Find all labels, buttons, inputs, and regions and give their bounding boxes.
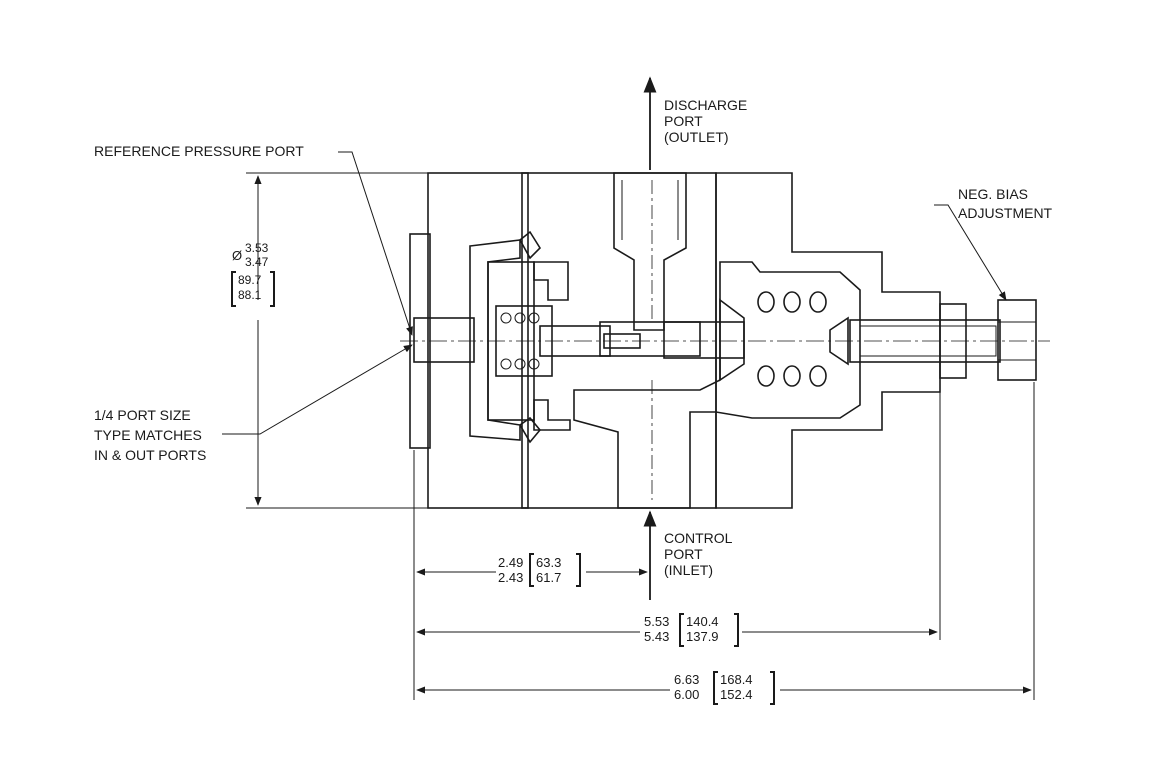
neg-bias-line-1: NEG. BIAS [958, 186, 1028, 202]
reference-pressure-port-label: REFERENCE PRESSURE PORT [94, 143, 304, 159]
to-control-max: 2.49 [498, 555, 523, 570]
to-control-min: 2.43 [498, 570, 523, 585]
diameter-symbol: Ø [232, 248, 242, 263]
neg-bias-line-2: ADJUSTMENT [958, 205, 1053, 221]
outlet-port [599, 172, 701, 357]
port-size-leader [222, 344, 413, 435]
port-size-line-1: 1/4 PORT SIZE [94, 407, 191, 423]
bias-spring-coils [757, 291, 849, 387]
control-line-1: CONTROL [664, 530, 733, 546]
discharge-line-2: PORT [664, 113, 703, 129]
neg-bias-label: NEG. BIAS ADJUSTMENT [958, 186, 1053, 221]
diameter-min: 3.47 [245, 255, 269, 269]
discharge-line-1: DISCHARGE [664, 97, 747, 113]
discharge-line-3: (OUTLET) [664, 129, 729, 145]
port-size-label: 1/4 PORT SIZE TYPE MATCHES IN & OUT PORT… [94, 407, 206, 463]
control-port-label: CONTROL PORT (INLET) [664, 530, 733, 578]
control-line-3: (INLET) [664, 562, 713, 578]
to-control-mm-max: 63.3 [536, 555, 561, 570]
diameter-mm-min: 88.1 [238, 288, 262, 302]
overall-length-mm-min: 152.4 [720, 687, 753, 702]
port-size-line-3: IN & OUT PORTS [94, 447, 206, 463]
control-line-2: PORT [664, 546, 703, 562]
left-cap [409, 172, 529, 509]
overall-length-max: 6.63 [674, 672, 699, 687]
body-length-mm-min: 137.9 [686, 629, 719, 644]
reference-spring-coils [500, 312, 540, 370]
overall-length-mm-max: 168.4 [720, 672, 753, 687]
diameter-dimension: Ø 3.53 3.47 89.7 88.1 [231, 172, 428, 509]
diameter-mm-max: 89.7 [238, 273, 262, 287]
right-bonnet [715, 172, 941, 509]
dimension-body-length: 5.53 5.43 140.4 137.9 [416, 613, 938, 647]
body-length-min: 5.43 [644, 629, 669, 644]
port-size-line-2: TYPE MATCHES [94, 427, 202, 443]
adjustment-screw [849, 299, 1037, 381]
to-control-mm-min: 61.7 [536, 570, 561, 585]
body-length-max: 5.53 [644, 614, 669, 629]
reference-chamber [413, 230, 542, 444]
extension-lines [413, 382, 1035, 700]
diameter-max: 3.53 [245, 241, 269, 255]
neg-bias-leader [934, 204, 1007, 301]
dimension-to-control: 2.49 2.43 63.3 61.7 [416, 553, 648, 587]
body-length-mm-max: 140.4 [686, 614, 719, 629]
overall-length-min: 6.00 [674, 687, 699, 702]
reference-leader [338, 151, 413, 336]
dimension-overall-length: 6.63 6.00 168.4 152.4 [416, 671, 1032, 705]
discharge-port-label: DISCHARGE PORT (OUTLET) [664, 97, 747, 145]
center-body [521, 172, 717, 509]
